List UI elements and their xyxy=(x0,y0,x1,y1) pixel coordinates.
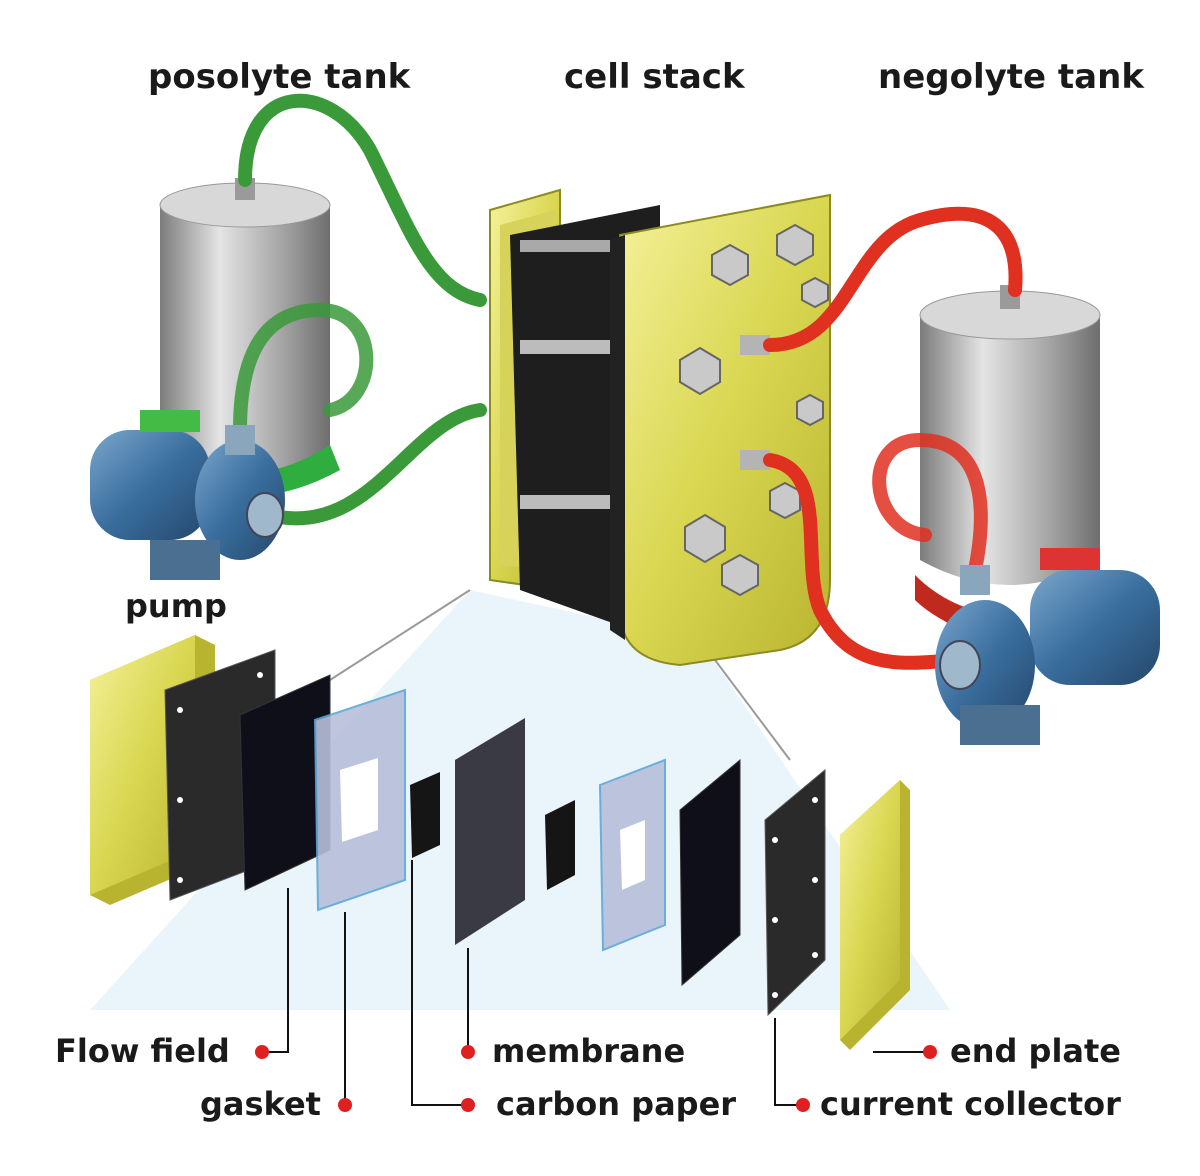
exploded-end-plate-right xyxy=(840,780,910,1050)
negolyte-tube-top xyxy=(763,206,1023,352)
negolyte-tank xyxy=(915,285,1101,640)
negolyte-tube-loop xyxy=(872,432,988,577)
negolyte-pump xyxy=(935,548,1160,745)
label-membrane: membrane xyxy=(492,1032,686,1070)
exploded-membrane xyxy=(455,718,525,945)
exploded-gasket-left xyxy=(313,688,406,912)
label-carbon-paper: carbon paper xyxy=(496,1085,737,1123)
cone-edge-left xyxy=(329,589,471,681)
label-cell-stack: cell stack xyxy=(564,57,745,97)
leader-flow-field xyxy=(262,888,289,1053)
exploded-current-collector-right xyxy=(764,768,826,1017)
posolyte-tube-bottom xyxy=(263,403,487,526)
posolyte-tube-top xyxy=(238,93,487,307)
posolyte-tube-loop xyxy=(233,302,374,437)
cell-stack xyxy=(489,188,831,667)
label-end-plate: end plate xyxy=(950,1032,1121,1070)
exploded-flow-field-right xyxy=(679,758,741,987)
exploded-gasket-right xyxy=(598,758,666,952)
posolyte-pump xyxy=(90,410,285,580)
label-pump: pump xyxy=(125,587,227,625)
label-negolyte-tank: negolyte tank xyxy=(878,57,1144,97)
exploded-carbon-paper-right xyxy=(545,800,575,890)
leader-current-collector xyxy=(774,1018,803,1106)
label-current-collector: current collector xyxy=(820,1085,1121,1123)
leader-carbon-paper xyxy=(411,860,468,1106)
leader-dots xyxy=(255,1045,937,1112)
label-posolyte-tank: posolyte tank xyxy=(148,57,411,97)
negolyte-tube-mid xyxy=(763,453,962,670)
leader-lines xyxy=(262,860,930,1106)
exploded-carbon-paper-left xyxy=(410,772,440,858)
label-gasket: gasket xyxy=(200,1085,321,1123)
label-flow-field: Flow field xyxy=(55,1032,230,1070)
